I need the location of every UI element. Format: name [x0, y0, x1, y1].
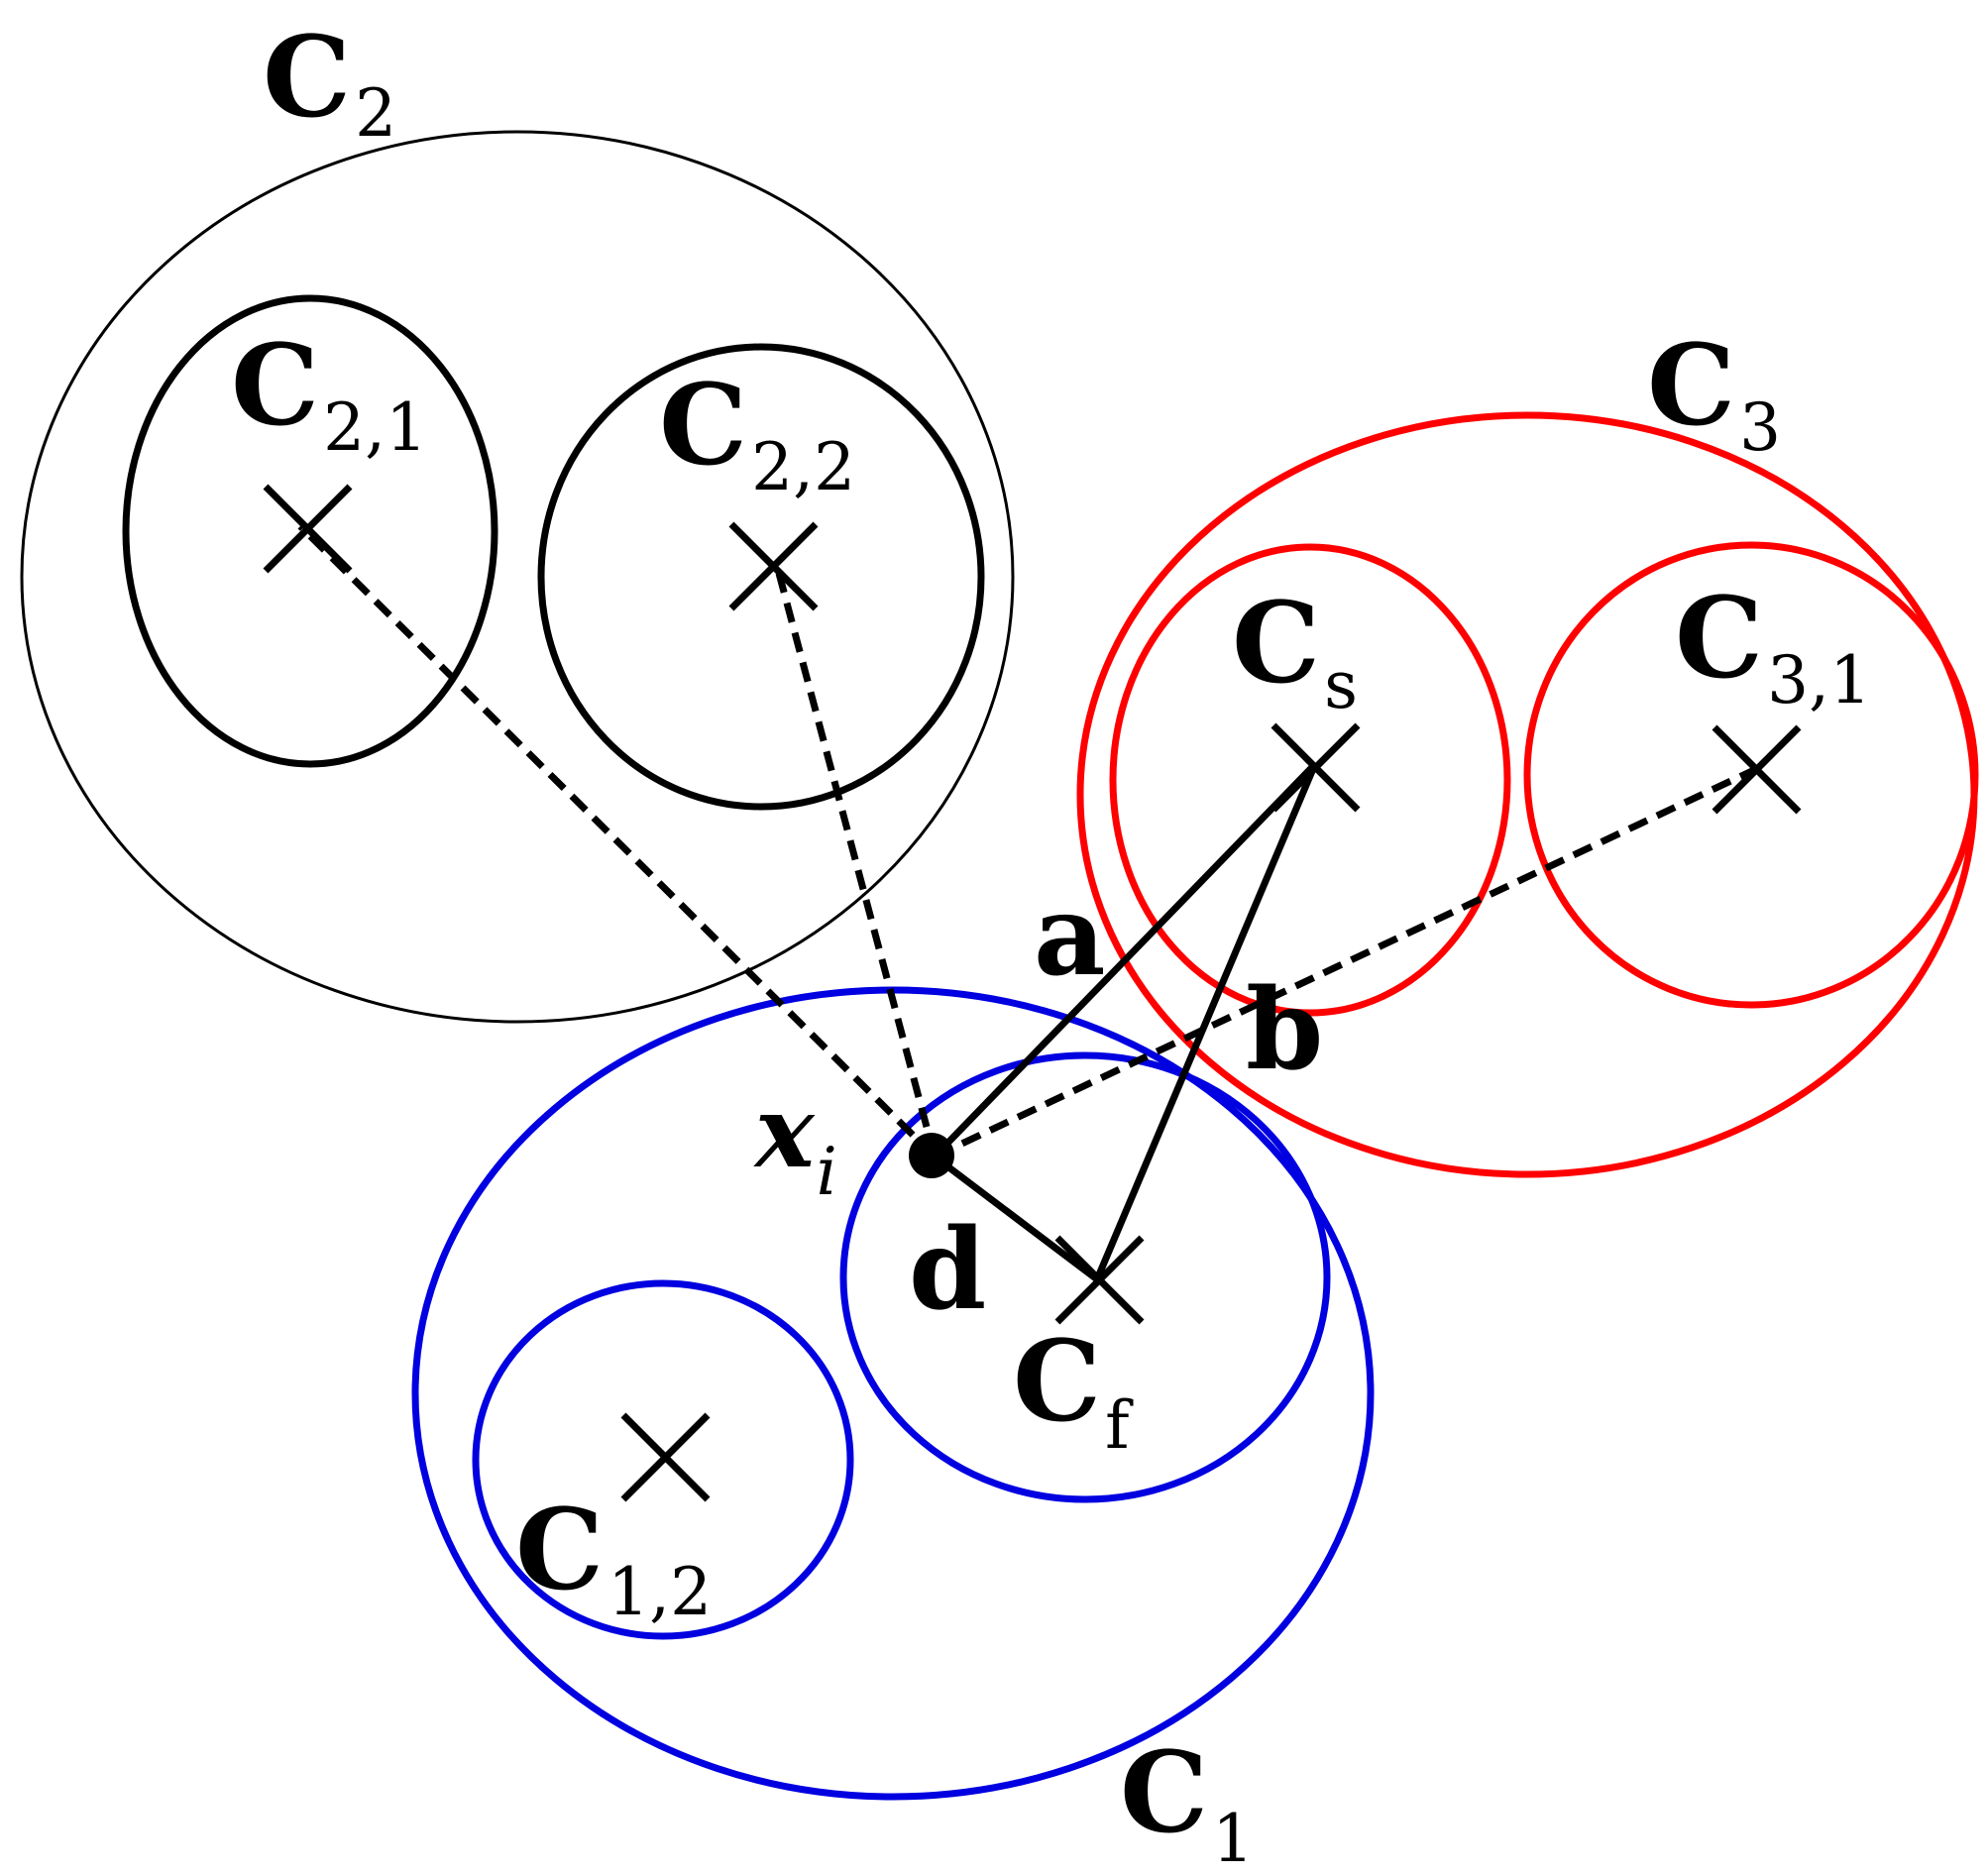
- label-c1: C1: [1120, 1728, 1254, 1876]
- label-c3-1: C3,1: [1675, 574, 1871, 718]
- dashed-line-to-c3-1: [933, 765, 1758, 1160]
- cross-icon-c3-1: [1711, 724, 1802, 815]
- cluster-c2-outline: [20, 130, 1015, 1024]
- dashed-line-to-c2-1: [297, 523, 938, 1159]
- label-c3: C3: [1647, 321, 1781, 466]
- cluster-cs-outline: [1109, 543, 1511, 1017]
- edge-d-line: [932, 1154, 1100, 1282]
- cross-icon-cs: [1270, 722, 1361, 813]
- data-point-xi: [909, 1133, 954, 1178]
- dashed-line-to-c2-2: [773, 565, 938, 1158]
- label-c1-2: C1,2: [515, 1486, 712, 1630]
- cross-icon-cf: [1054, 1235, 1145, 1325]
- edge-cs-to-cf-line: [1093, 762, 1319, 1281]
- cluster-cf-outline: [839, 1051, 1331, 1503]
- cross-icon-c2-1: [263, 484, 353, 574]
- edge-label-d: d: [909, 1205, 986, 1335]
- cluster-c3-1-outline: [1523, 541, 1979, 1009]
- edge-label-b: b: [1246, 965, 1323, 1095]
- label-cs: Cs: [1232, 579, 1358, 723]
- cross-icon-c2-2: [728, 521, 819, 611]
- label-c2-2: C2,2: [659, 361, 855, 505]
- label-c2-1: C2,1: [231, 321, 427, 466]
- edge-a-line: [932, 761, 1318, 1159]
- edge-label-a: a: [1034, 871, 1106, 1001]
- cluster-c2-1-outline: [122, 294, 498, 768]
- cross-icon-c1-2: [620, 1412, 711, 1502]
- cluster-c1-2-outline: [472, 1279, 854, 1640]
- label-c2: C2: [263, 13, 396, 152]
- label-cf: Cf: [1013, 1317, 1134, 1464]
- cluster-c2-2-outline: [537, 343, 985, 811]
- label-xi: xi: [753, 1073, 837, 1210]
